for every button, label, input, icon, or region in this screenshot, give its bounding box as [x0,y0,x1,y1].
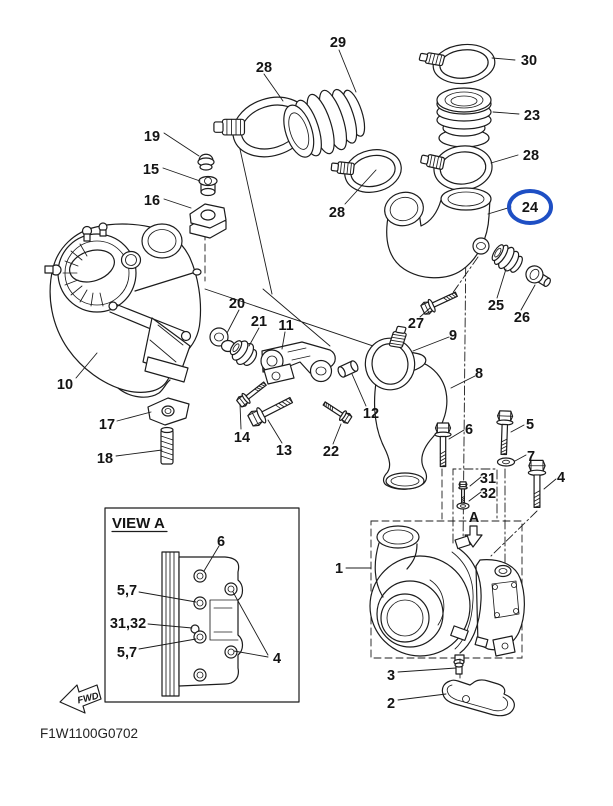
part-31-bolt [458,481,468,505]
view-a-labels: VIEW A 6 5,7 31,32 5,7 4 [110,515,281,667]
callout-labels: 28 29 30 23 28 24 28 19 15 16 10 20 21 1… [57,35,565,712]
callout-17: 17 [99,417,115,433]
highlight-ellipse-part-24 [507,189,553,225]
part-30-clamp [416,40,498,89]
callout-26: 26 [514,310,530,326]
view-a-callout-5-7-upper: 5,7 [117,583,137,599]
part-28-clamp-right [417,142,495,195]
callout-a-arrow: A [469,510,480,526]
part-25-fitting [491,244,523,273]
diagram-code: F1W1100G0702 [40,726,138,741]
callout-11: 11 [278,318,293,334]
callout-13: 13 [276,443,292,459]
callout-28-left: 28 [329,205,345,221]
view-a-leaders [138,545,269,658]
callout-25: 25 [488,298,504,314]
callout-6: 6 [465,422,473,438]
part-19-cap-nut [197,153,215,171]
part-12-spacer [337,360,359,378]
part-7-washer [496,457,516,467]
callout-1: 1 [335,561,343,577]
callout-23: 23 [524,108,540,124]
callout-21: 21 [251,314,267,330]
callout-29: 29 [330,35,346,51]
callout-24-highlighted: 24 [522,200,538,216]
callout-10: 10 [57,377,73,393]
callout-22: 22 [323,444,339,460]
part-28-clamp-mid [327,144,406,201]
part-21-damper [229,340,258,366]
view-a-flange-drawing [161,551,244,697]
fwd-arrow [59,684,102,714]
part-1-turbocharger [369,525,525,666]
callout-16: 16 [144,193,160,209]
callout-14: 14 [234,430,250,446]
part-6-bolt [434,422,452,468]
view-a-callout-6: 6 [217,534,225,550]
callout-7: 7 [527,449,535,465]
part-13-bolt [246,391,296,429]
part-11-bracket [260,341,336,385]
part-26-plug [525,265,551,287]
fwd-arrow-label: FWD [76,690,100,706]
part-15-bushing [198,175,218,197]
part-9-clamp [361,323,418,393]
callout-12: 12 [363,406,379,422]
view-a-callout-5-7-lower: 5,7 [117,645,137,661]
callout-30: 30 [521,53,537,69]
callout-28-right: 28 [523,148,539,164]
part-2-gasket [441,679,515,717]
callout-2: 2 [387,696,395,712]
part-4-bolt [527,459,547,508]
view-a-title: VIEW A [112,515,165,532]
part-14-bolt [235,378,270,409]
artwork [44,40,551,717]
callout-28-top: 28 [256,60,272,76]
assembly-direction-arrow [464,525,483,548]
part-23-joint [436,87,492,148]
engine-studs [44,222,108,276]
callout-20: 20 [229,296,245,312]
detail-box-31-32 [452,468,498,544]
construction-lines [204,130,538,565]
part-3-fitting [454,662,464,675]
callout-27: 27 [408,316,424,332]
view-a-callout-31-32: 31,32 [110,616,146,632]
part-17-plate [147,397,190,426]
callout-4: 4 [557,470,565,486]
callout-19: 19 [144,129,160,145]
part-5-bolt [495,410,514,456]
callout-8: 8 [475,366,483,382]
callout-3: 3 [387,668,395,684]
part-24-elbow-pipe [384,187,492,279]
callout-18: 18 [97,451,113,467]
part-18-stud [160,426,174,465]
part-16-grommet [189,203,227,239]
part-22-bolt [320,398,354,426]
callout-31: 31 [480,471,496,487]
callout-32: 32 [480,486,496,502]
callout-5: 5 [526,417,534,433]
part-10-exhaust-housing [44,222,202,398]
view-a-panel [104,507,300,703]
part-29-hose [283,88,366,158]
turbo-dashed-box [370,520,523,659]
callout-9: 9 [449,328,457,344]
part-32-washer [456,502,470,510]
view-a-callout-4: 4 [273,651,281,667]
callout-15: 15 [143,162,159,178]
leader-lines [75,49,557,701]
